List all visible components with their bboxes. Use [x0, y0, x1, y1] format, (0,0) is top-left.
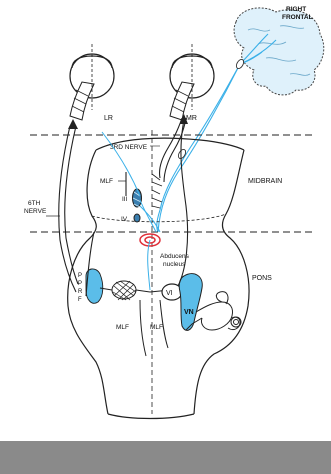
- trochlear-nucleus-iv: [134, 214, 140, 222]
- left-eye: [70, 44, 114, 120]
- pathway-cross-section-lower: [177, 148, 187, 160]
- mr-muscle-label: MR: [186, 115, 197, 122]
- pprf-letter-p2: P: [78, 281, 82, 287]
- lr-muscle-label: LR: [104, 115, 113, 122]
- sixth-nerve-label-line2: NERVE: [24, 208, 47, 215]
- sixth-nerve-path: [59, 126, 78, 292]
- vestibular-nucleus: [179, 274, 202, 331]
- mlf-upper-label: MLF: [100, 178, 113, 185]
- right-eye: [170, 44, 214, 120]
- mlf-left-label: MLF: [116, 324, 129, 331]
- right-frontal-label-line2: FRONTAL: [282, 14, 313, 21]
- abducens-label-line2: nucleus: [163, 261, 186, 268]
- bottom-gray-bar: [0, 441, 331, 474]
- ascending-mlf-pathway: [102, 132, 150, 290]
- pontine-crosshatched-nucleus: [112, 281, 136, 300]
- right-frontal-label-line1: RIGHT: [286, 6, 306, 13]
- pprf-letter-r: R: [78, 289, 83, 295]
- nucleus-vi-label: VI: [166, 290, 173, 297]
- pons-label: PONS: [252, 275, 272, 282]
- vn-label: VN: [184, 309, 194, 316]
- nucleus-iii-label: III: [122, 196, 128, 203]
- mlf-right-label: MLF: [150, 324, 163, 331]
- third-nerve-label: 3RD NERVE: [110, 144, 148, 151]
- midbrain-crossing-fibers: [152, 174, 162, 208]
- sixth-nerve-label-line1: 6TH: [28, 200, 41, 207]
- nucleus-iv-label: IV: [121, 216, 128, 223]
- pprf-letter-f: F: [78, 297, 82, 303]
- sixth-nerve-arrowhead: [68, 119, 78, 129]
- midbrain-label: MIDBRAIN: [248, 178, 282, 185]
- pprf-letter-p1: P: [78, 273, 82, 279]
- midbrain-blue-fibers: [140, 200, 160, 232]
